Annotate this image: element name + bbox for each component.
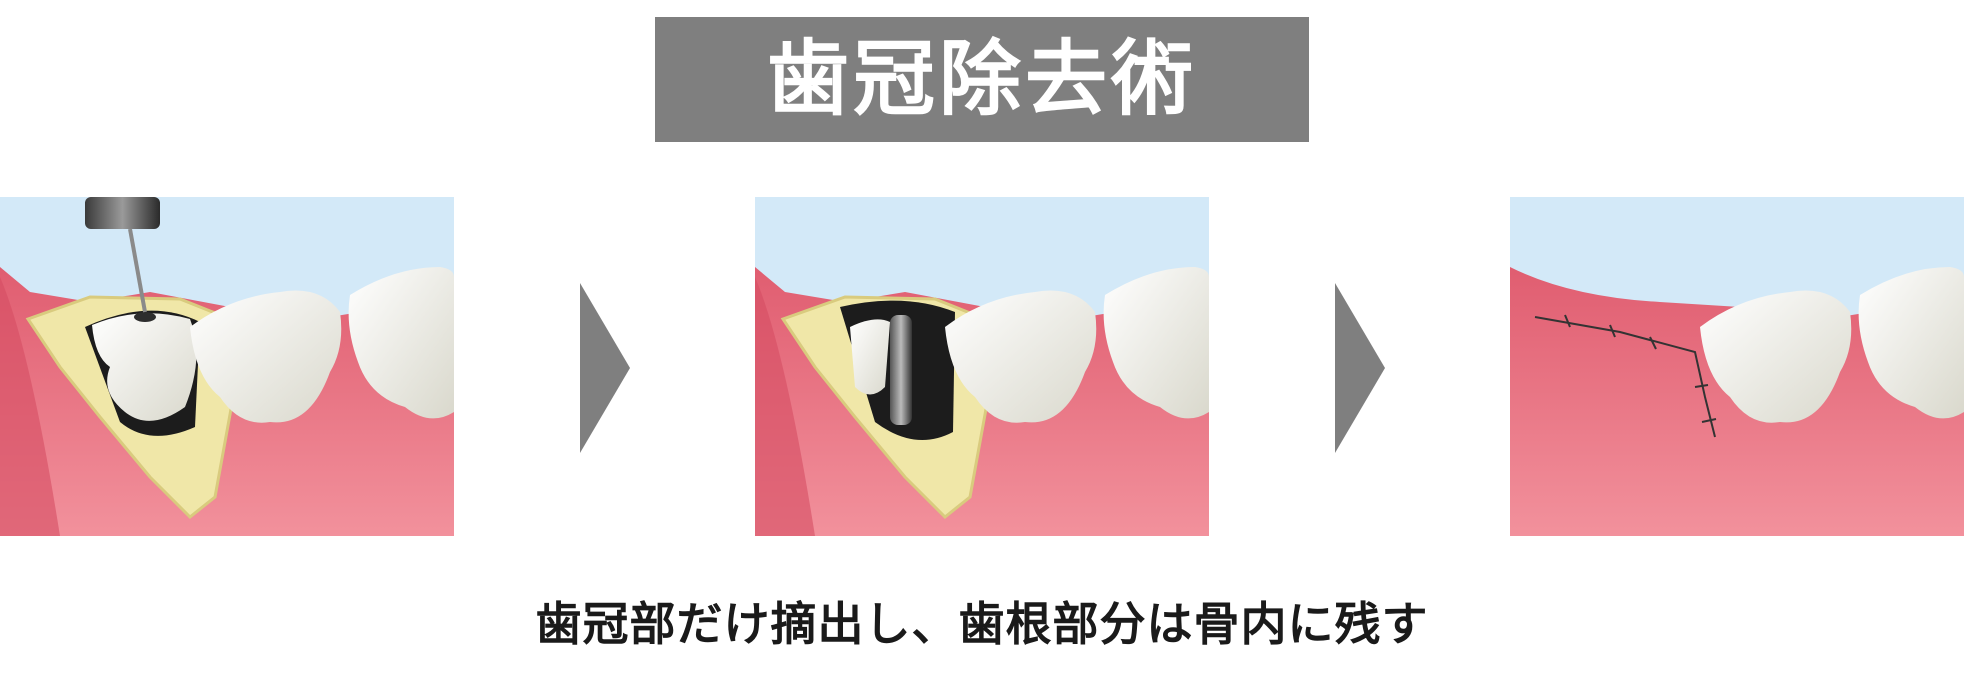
step-3-illustration [1510,197,1964,536]
next-step-arrow [1335,283,1385,453]
next-step-arrow [580,283,630,453]
impacted-tooth [92,313,197,421]
drill-bit [128,228,147,313]
elevator-instrument [890,315,912,425]
suture-line [1534,316,1716,438]
drill-handpiece [85,197,160,229]
drill-hole [134,312,156,322]
neighbor-molar [945,290,1097,423]
neighbor-molar-2 [1858,267,1964,419]
page-title: 歯冠除去術 [766,31,1197,127]
suture-stitches [1564,314,1717,423]
title-banner: 歯冠除去術 [655,17,1309,142]
neighbor-molar-2 [348,267,454,419]
gum-flap [755,277,815,536]
gum-flap [0,277,60,536]
neighbor-molar [1700,290,1852,423]
caption-text: 歯冠部だけ摘出し、歯根部分は骨内に残す [535,597,1429,651]
neighbor-molar [190,290,342,423]
neighbor-molar-2 [1103,267,1209,419]
remaining-root [850,319,890,395]
step-1-illustration [0,197,454,536]
step-2-illustration [755,197,1209,536]
